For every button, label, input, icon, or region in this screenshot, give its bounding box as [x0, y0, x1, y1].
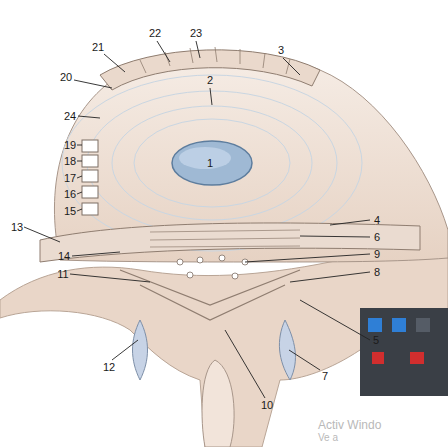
callout-number: 9: [374, 248, 380, 260]
callout-number: 1: [207, 157, 213, 169]
callout-number: 20: [60, 71, 72, 83]
callout-number: 6: [374, 231, 380, 243]
callout-number: 5: [373, 334, 379, 346]
callout-number: 12: [103, 361, 115, 373]
callout-number: 14: [58, 250, 70, 262]
callout-number: 2: [207, 74, 213, 86]
callout-number: 15: [64, 205, 76, 217]
callout-number: 19: [64, 139, 76, 151]
callout-number: 8: [374, 266, 380, 278]
callout-number: 18: [64, 155, 76, 167]
callout-number: 21: [92, 41, 104, 53]
callout-number: 23: [190, 27, 202, 39]
callout-number: 17: [64, 172, 76, 184]
watermark-text: Activ Windo: [318, 419, 381, 431]
callout-number: 11: [57, 268, 68, 280]
callout-number: 3: [278, 44, 284, 56]
callout-number: 7: [322, 370, 328, 382]
callout-number: 4: [374, 214, 380, 226]
watermark-text: Ve a: [318, 432, 338, 444]
callout-number: 24: [64, 110, 76, 122]
callout-number: 10: [261, 399, 273, 411]
callout-number: 13: [11, 221, 23, 233]
callout-number: 16: [64, 188, 76, 200]
callout-number: 22: [149, 27, 161, 39]
